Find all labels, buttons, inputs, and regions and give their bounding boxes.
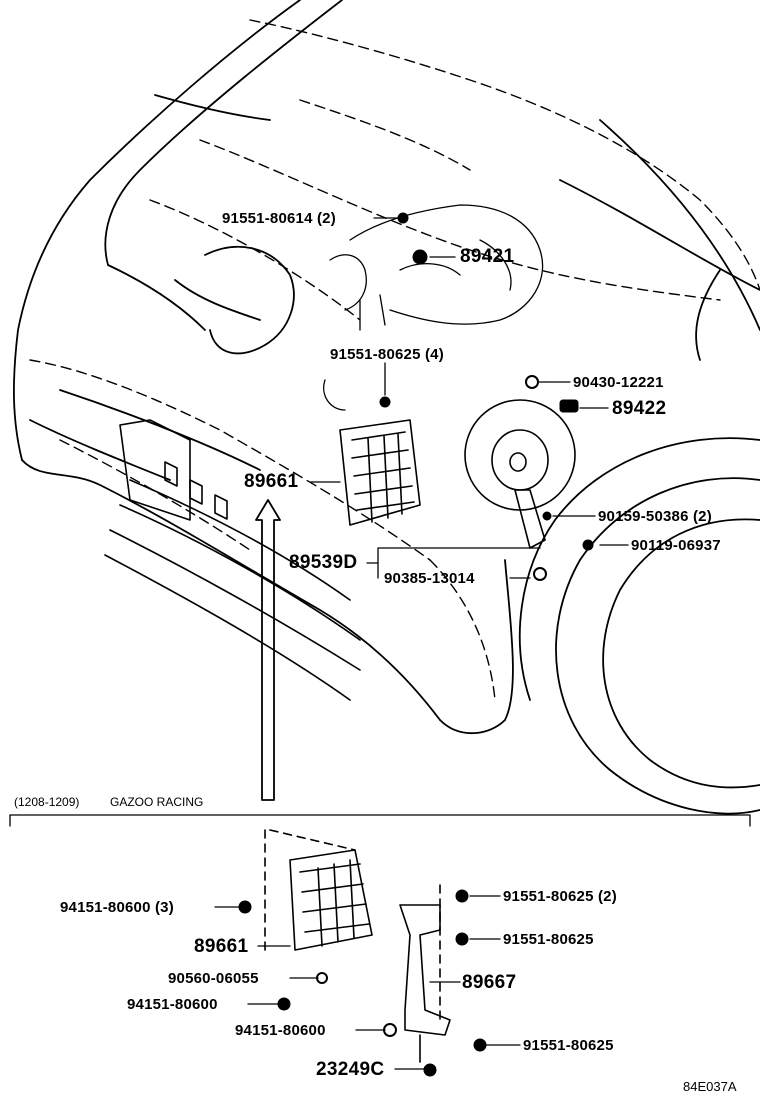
label-94151-80600-3: 94151-80600 (3) [60,899,174,916]
bolt-91551-80625-4 [379,396,391,408]
section-bracket [9,814,751,827]
washer-90560-06055 [316,972,328,984]
fasteners [238,212,594,1077]
car-body-outline [13,0,760,735]
label-89421: 89421 [460,246,515,267]
label-91551-80625-2: 91551-80625 (2) [503,888,617,905]
wheel-outline [518,437,760,815]
bolt-90119-06937 [582,539,594,551]
label-89661-lower: 89661 [194,936,249,957]
figure-code: 84E037A [683,1079,737,1094]
label-90560-06055: 90560-06055 [168,970,259,987]
label-90430-12221: 90430-12221 [573,374,664,391]
bracket-89667 [399,884,451,1063]
horn-outline [464,399,576,511]
duct-89661-upper [339,419,421,526]
leader-lines [214,217,629,1070]
label-90385-13014: 90385-13014 [384,570,475,587]
nut-90430-12221 [525,375,539,389]
bolt-91551-80625-2 [455,889,469,903]
bolt-90159-50386 [542,511,552,521]
label-91551-80614: 91551-80614 (2) [222,210,336,227]
nut-90385-13014 [533,567,547,581]
bolt-91551-80614 [397,212,409,224]
bolt-91551-80625-a [455,932,469,946]
label-89539D: 89539D [289,552,358,573]
label-90119-06937: 90119-06937 [631,537,721,554]
grille-outline [104,419,361,701]
bolt-91551-80625-b [473,1038,487,1052]
label-94151-80600-a: 94151-80600 [127,996,218,1013]
clip-94151-80600-a [277,997,291,1011]
part-89421-connector [412,249,428,265]
label-89422: 89422 [612,398,667,419]
label-94151-80600-b: 94151-80600 [235,1022,326,1039]
label-90159-50386: 90159-50386 (2) [598,508,712,525]
bracket-89539D [514,489,546,549]
bolt-23249C [423,1063,437,1077]
label-91551-80625-b: 91551-80625 [523,1037,614,1054]
section-name: GAZOO RACING [110,795,204,809]
clip-94151-80600-3 [238,900,252,914]
hood-outline [29,19,760,701]
section-years: (1208-1209) [14,795,80,809]
switch-89422 [559,399,579,413]
label-23249C: 23249C [316,1059,385,1080]
label-89667: 89667 [462,972,517,993]
label-89661-upper: 89661 [244,471,299,492]
duct-89661-lower [264,829,373,951]
nut-94151-80600-b [383,1023,397,1037]
label-91551-80625-a: 91551-80625 [503,931,594,948]
engine-outline [323,204,544,411]
view-arrow [255,499,281,801]
label-91551-80625-4: 91551-80625 (4) [330,346,444,363]
